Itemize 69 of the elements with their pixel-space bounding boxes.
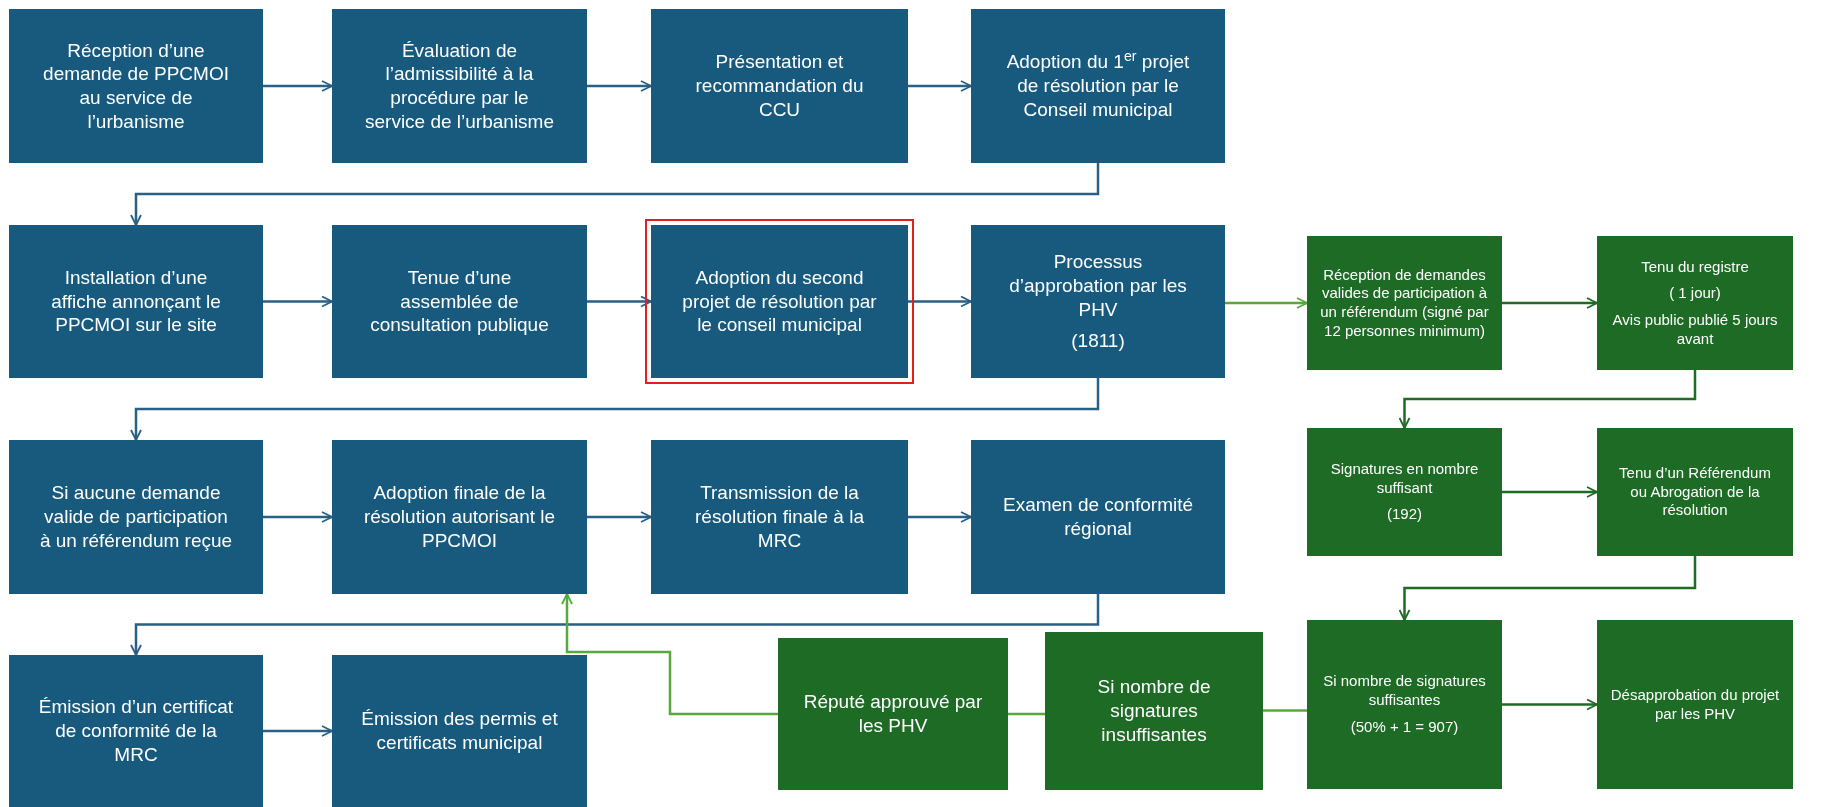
box-text: (192) xyxy=(1387,505,1422,525)
arrow xyxy=(263,511,333,523)
arrow xyxy=(908,80,972,92)
box-text: Tenu d’un Référendum ou Abrogation de la résolution xyxy=(1618,463,1772,521)
box-text: Si nombre de signatures insuffisantes xyxy=(1096,675,1212,747)
process-box xyxy=(332,225,587,378)
box-text: ( 1 jour) xyxy=(1669,284,1721,303)
arrow xyxy=(587,511,652,523)
box-text: Émission d’un certificat de conformité de la MRC xyxy=(37,695,235,767)
box-text: (50% + 1 = 907) xyxy=(1350,717,1459,737)
box-text: Installation d’une affiche annonçant le PPCMOI sur le site xyxy=(50,265,222,338)
box-text: (1811) xyxy=(1071,329,1125,353)
box-text: Tenu du registre xyxy=(1641,257,1749,277)
process-box xyxy=(332,9,587,163)
process-box xyxy=(1045,632,1263,790)
process-box xyxy=(1597,620,1793,789)
arrow xyxy=(908,295,972,308)
process-box xyxy=(1597,236,1793,370)
box-text: Désapprobation du projet par les PHV xyxy=(1609,685,1781,724)
process-box xyxy=(1307,620,1502,789)
arrow xyxy=(1502,297,1598,309)
box-text: Réception de demandes valides de participation à un référendum (signé par 12 personnes minimum) xyxy=(1319,265,1490,341)
process-box xyxy=(9,225,263,378)
box-text: Évaluation de l’admissibilité à la procédure par le service de l’urbanisme xyxy=(364,38,555,134)
box-text: Adoption du 1$^{er}$ projet de résolution par le Conseil municipal xyxy=(1005,50,1191,122)
process-box xyxy=(971,225,1225,378)
box-text: Présentation et recommandation du CCU xyxy=(694,50,865,122)
arrow xyxy=(587,80,652,92)
arrow xyxy=(263,295,333,308)
arrow xyxy=(130,163,1100,226)
box-text: Si nombre de signatures suffisantes xyxy=(1322,672,1487,710)
arrow xyxy=(263,725,333,737)
arrow xyxy=(1398,370,1697,429)
process-box xyxy=(971,440,1225,594)
process-box xyxy=(332,655,587,807)
process-box xyxy=(651,225,908,378)
arrow xyxy=(908,511,972,523)
process-box xyxy=(1597,428,1793,556)
box-text: Tenue d’une assemblée de consultation publique xyxy=(369,265,550,338)
process-box xyxy=(9,440,263,594)
process-box xyxy=(9,655,263,807)
arrow xyxy=(130,594,1100,656)
arrow xyxy=(1502,486,1598,498)
box-text: Réception d’une demande de PPCMOI au service de l’urbanisme xyxy=(42,38,230,134)
process-box xyxy=(778,638,1008,790)
arrow xyxy=(1398,556,1697,621)
process-box xyxy=(1307,428,1502,556)
box-text: Transmission de la résolution finale à la MRC xyxy=(694,481,865,553)
box-text: Si aucune demande valide de participation à un référendum reçue xyxy=(38,481,234,553)
process-box xyxy=(971,9,1225,163)
box-text: Émission des permis et certificats municipal xyxy=(360,707,559,755)
box-text: Processus d’approbation par les PHV xyxy=(1008,250,1188,322)
arrow xyxy=(263,80,333,92)
box-text: Adoption du second projet de résolution par le conseil municipal xyxy=(681,265,878,338)
process-box xyxy=(9,9,263,163)
arrow xyxy=(1502,698,1598,711)
arrow xyxy=(561,593,778,716)
process-box xyxy=(651,440,908,594)
arrow xyxy=(587,295,652,308)
process-box xyxy=(651,9,908,163)
box-text: Examen de conformité régional xyxy=(1001,493,1195,541)
box-text: Réputé approuvé par les PHV xyxy=(802,690,984,738)
process-box xyxy=(332,440,587,594)
box-text: Avis public publié 5 jours avant xyxy=(1611,311,1779,349)
box-text: Signatures en nombre suffisant xyxy=(1329,459,1480,498)
process-box xyxy=(1307,236,1502,370)
arrow xyxy=(1225,297,1308,309)
arrow xyxy=(130,378,1100,441)
box-text: Adoption finale de la résolution autorisant le PPCMOI xyxy=(362,481,557,553)
